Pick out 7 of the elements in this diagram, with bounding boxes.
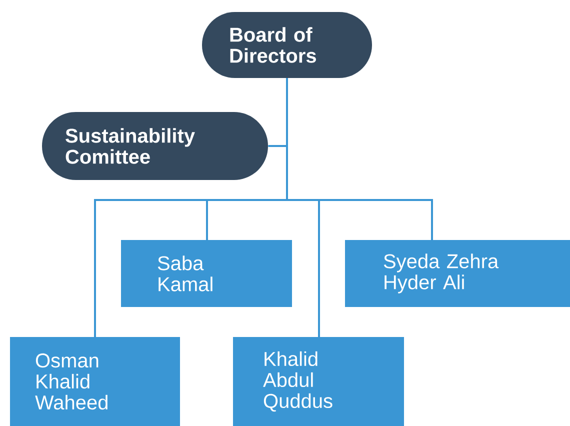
person-box: Saba Kamal [121, 240, 292, 307]
pill-box: Sustainability Comittee [42, 112, 268, 180]
connector-line [286, 78, 433, 240]
person-box: Khalid Abdul Quddus [233, 337, 404, 426]
pill-box: Board of Directors [202, 12, 372, 78]
person-box: Osman Khalid Waheed [10, 337, 180, 426]
person-box: Syeda Zehra Hyder Ali [345, 240, 570, 307]
